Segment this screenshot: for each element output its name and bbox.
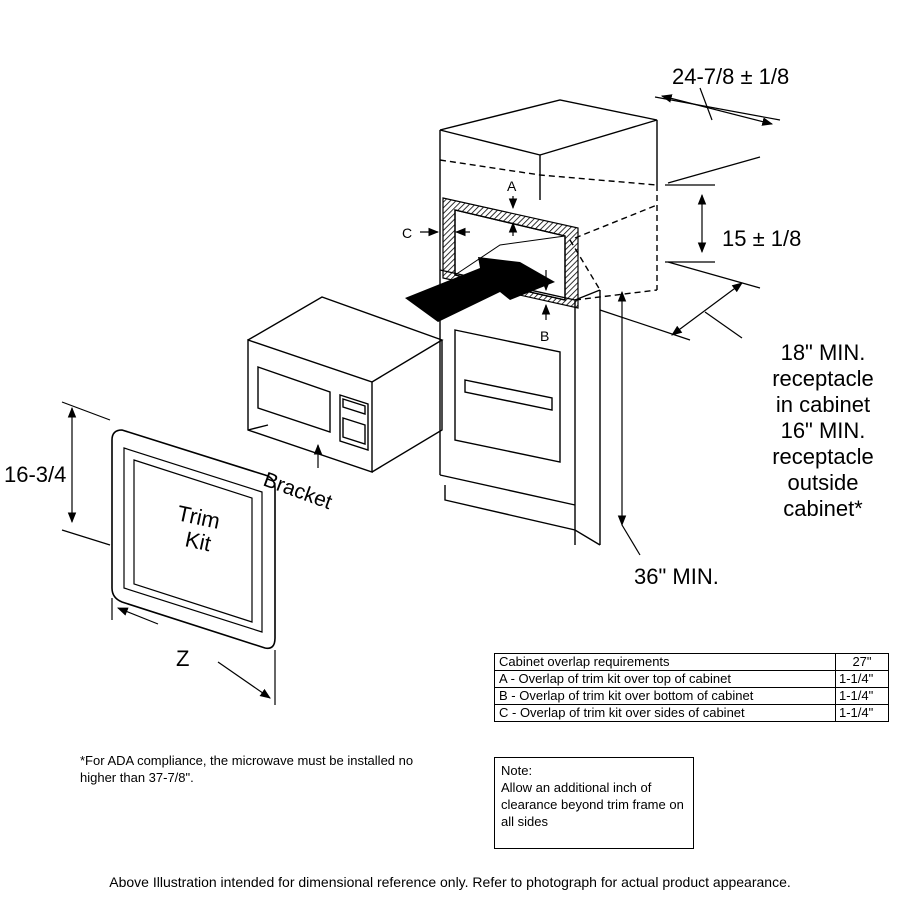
trim-kit-label-line2: Kit bbox=[183, 526, 213, 556]
ada-compliance-note: *For ADA compliance, the microwave must … bbox=[80, 753, 414, 785]
floor-min-dimension-label: 36" MIN. bbox=[634, 564, 719, 589]
depth-dimension-label: 24-7/8 ± 1/8 bbox=[672, 64, 789, 89]
trim-kit bbox=[111, 429, 276, 650]
overlap-c-label: C bbox=[402, 225, 412, 241]
receptacle-note-line: 16" MIN. bbox=[780, 418, 866, 443]
receptacle-note-line: 18" MIN. bbox=[780, 340, 866, 365]
table-header-label: Cabinet overlap requirements bbox=[494, 653, 836, 671]
table-cell-value: 1-1/4" bbox=[835, 704, 889, 722]
height-dimension-label: 15 ± 1/8 bbox=[722, 226, 801, 251]
insertion-arrow bbox=[405, 257, 555, 322]
receptacle-note-line: outside bbox=[787, 470, 859, 495]
overlap-requirements-table: Cabinet overlap requirements 27" A - Ove… bbox=[494, 653, 889, 722]
table-row: C - Overlap of trim kit over sides of ca… bbox=[494, 704, 889, 722]
receptacle-note: 18" MIN. receptacle in cabinet 16" MIN. … bbox=[748, 340, 898, 522]
receptacle-note-line: in cabinet bbox=[775, 392, 871, 417]
bracket-label: Bracket bbox=[260, 468, 335, 514]
trim-width-dimension-label: Z bbox=[176, 646, 189, 671]
note-body: Allow an additional inch of clearance be… bbox=[501, 780, 684, 829]
table-header-row: Cabinet overlap requirements 27" bbox=[494, 653, 889, 671]
table-cell-value: 1-1/4" bbox=[835, 670, 889, 688]
note-title: Note: bbox=[501, 763, 533, 778]
table-header-value: 27" bbox=[835, 653, 889, 671]
clearance-note-box: Note: Allow an additional inch of cleara… bbox=[494, 757, 694, 849]
microwave bbox=[247, 296, 444, 473]
trim-height-dimension-label: 16-3/4 bbox=[4, 462, 66, 487]
table-cell-value: 1-1/4" bbox=[835, 687, 889, 705]
dimension-lines bbox=[61, 87, 781, 705]
receptacle-note-line: receptacle bbox=[772, 444, 874, 469]
overlap-a-label: A bbox=[507, 178, 517, 194]
receptacle-note-line: cabinet* bbox=[783, 496, 863, 521]
table-cell-label: B - Overlap of trim kit over bottom of c… bbox=[494, 687, 836, 705]
table-row: B - Overlap of trim kit over bottom of c… bbox=[494, 687, 889, 705]
footer-disclaimer: Above Illustration intended for dimensio… bbox=[109, 874, 791, 890]
overlap-b-label: B bbox=[540, 328, 549, 344]
cabinet bbox=[439, 99, 658, 546]
table-cell-label: C - Overlap of trim kit over sides of ca… bbox=[494, 704, 836, 722]
table-row: A - Overlap of trim kit over top of cabi… bbox=[494, 670, 889, 688]
table-cell-label: A - Overlap of trim kit over top of cabi… bbox=[494, 670, 836, 688]
receptacle-note-line: receptacle bbox=[772, 366, 874, 391]
